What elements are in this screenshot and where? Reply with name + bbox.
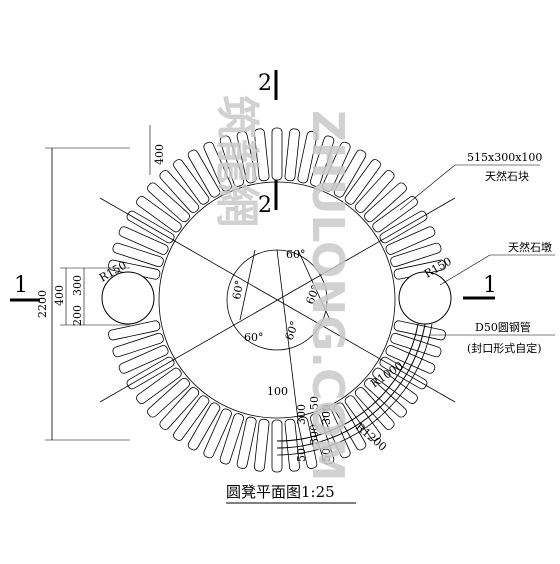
stone-block [354, 387, 395, 430]
stone-block [364, 377, 407, 418]
stone-block [271, 419, 283, 473]
pipe-arc-inner [276, 323, 419, 442]
stone-block [108, 320, 161, 341]
bottom-dim-5: 50 [320, 448, 333, 462]
stone-block [309, 413, 335, 465]
bottom-dim-0: 100 [267, 385, 288, 398]
stone-block [354, 170, 395, 213]
stone-block [159, 170, 200, 213]
angle-line-d [239, 249, 256, 321]
stone-block [118, 345, 169, 374]
stone-block [254, 418, 270, 472]
stone-block [322, 141, 351, 192]
bottom-dim-3: 300 [320, 404, 333, 425]
dim-width-a: 400 [53, 285, 66, 306]
stone-block [297, 131, 318, 184]
bottom-dim-1: 300 [295, 404, 308, 425]
stone-block [147, 377, 190, 418]
angle-label-1: 60° [286, 248, 306, 261]
angle-line-e [297, 249, 331, 321]
stone-block [379, 210, 428, 244]
stone-block [385, 226, 436, 255]
stone-block [390, 242, 442, 268]
bottom-dim-6: 50 [308, 396, 321, 410]
stone-pier-left [101, 271, 155, 325]
stone-block [254, 128, 270, 182]
stone-block [333, 402, 367, 451]
section-1-left-label: 1 [14, 273, 28, 298]
stone-block [379, 356, 428, 390]
angle-label-2: 60° [304, 283, 323, 306]
angle-label-3: 60° [230, 279, 246, 300]
callout-1-line1: 515x300x100 [467, 151, 542, 164]
stone-block [173, 159, 210, 205]
callout-leader-2 [439, 254, 491, 286]
stone-block [372, 367, 418, 404]
callout-3-line2: (封口形式自定) [467, 341, 542, 355]
section-2-bottom-label: 2 [258, 193, 272, 218]
stone-block [284, 418, 300, 472]
stone-block [173, 395, 210, 441]
stone-block [297, 416, 318, 469]
stone-block [236, 416, 257, 469]
bottom-dim-2: 300 [308, 424, 321, 445]
callout-leader-1 [399, 164, 456, 211]
stone-block [372, 196, 418, 233]
stone-block [112, 332, 164, 358]
watermark-cn: 筑龍網 [211, 95, 262, 227]
dim-top-block: 400 [153, 144, 166, 165]
angle-line-c [276, 249, 299, 421]
stone-block [147, 182, 190, 223]
section-2-top-label: 2 [258, 71, 272, 96]
stone-block [390, 332, 442, 358]
stone-block [203, 141, 232, 192]
stone-block [187, 149, 221, 198]
watermark-en: ZHULONG.COM [302, 110, 353, 481]
stone-block [364, 182, 407, 223]
stone-ring [108, 127, 446, 473]
stone-block [236, 131, 257, 184]
pipe-arc-third [276, 323, 433, 456]
stone-block [344, 159, 381, 205]
stone-block [284, 128, 300, 182]
dim-total: 2200 [36, 290, 49, 318]
stone-block [219, 413, 245, 465]
stone-block [385, 345, 436, 374]
stone-block [309, 135, 335, 187]
dim-width-c: 200 [71, 305, 84, 326]
callout-2-line1: 天然石墩 [508, 240, 552, 254]
dim-width-b: 300 [71, 275, 84, 296]
stone-block [322, 408, 351, 459]
stone-block [118, 226, 169, 255]
bottom-dim-4: 50 [295, 448, 308, 462]
stone-pier-right [398, 271, 452, 325]
pipe-arc-outer [276, 323, 426, 449]
stone-block [187, 402, 221, 451]
stone-block [136, 367, 182, 404]
drawing-title: 圆凳平面图1:25 [226, 483, 335, 501]
stone-block [203, 408, 232, 459]
angle-line-b [99, 197, 456, 403]
angle-label-4: 60° [244, 331, 264, 344]
stone-block [159, 387, 200, 430]
callout-3-line1: D50圆钢管 [475, 320, 531, 334]
section-1-right-label: 1 [483, 273, 497, 298]
angle-label-5: 60° [283, 319, 302, 342]
stone-block [333, 149, 367, 198]
stone-block [112, 242, 164, 268]
stone-block [271, 127, 283, 181]
stone-block [219, 135, 245, 187]
stone-block [136, 196, 182, 233]
stone-block [344, 395, 381, 441]
callout-1-line2: 天然石块 [485, 169, 529, 183]
